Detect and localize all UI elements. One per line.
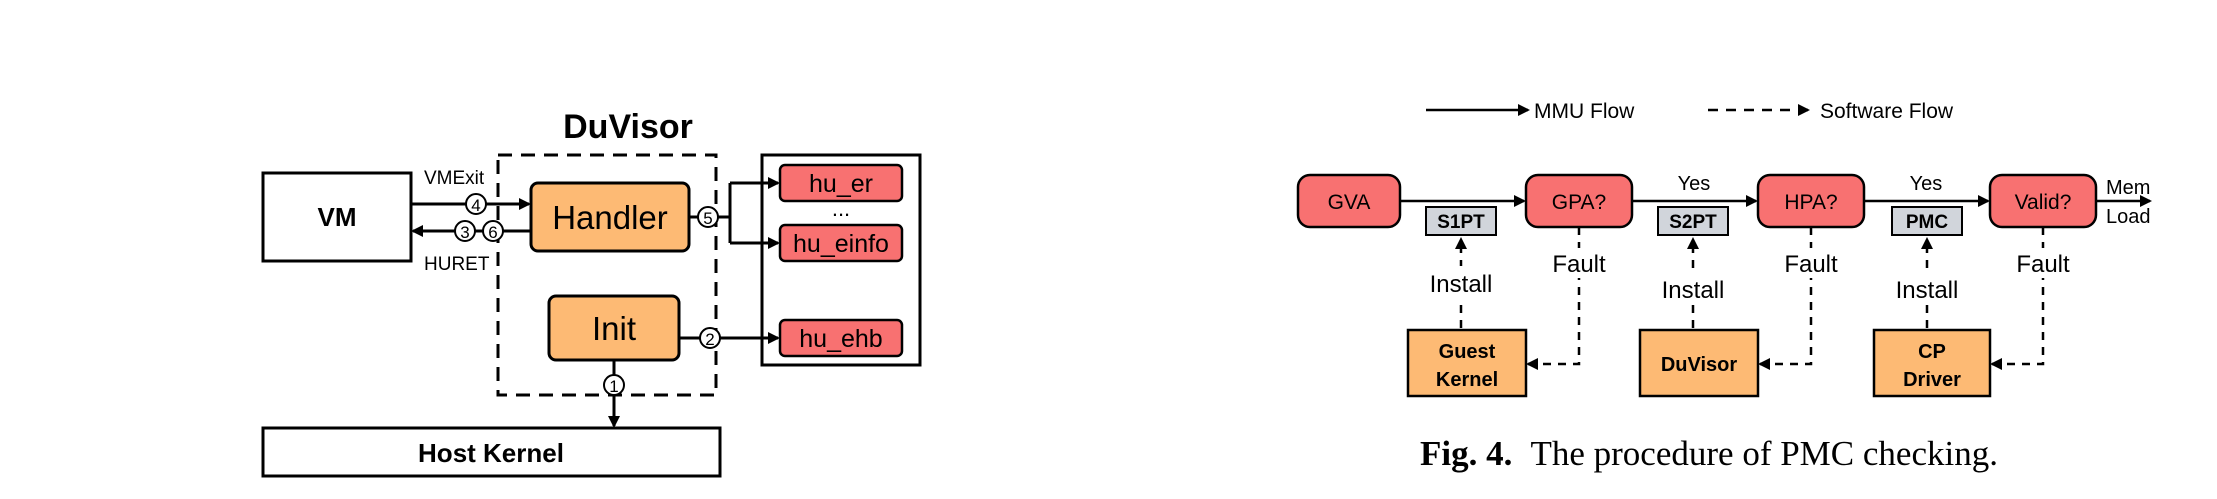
step-6-marker: 6 [482,220,504,242]
mem-label: Mem [2106,177,2150,199]
fault-label-3: Fault [2016,251,2070,278]
install-label-2: Install [1662,277,1725,304]
step-2-label: 2 [705,330,714,349]
valid-node: Valid? [1988,173,2098,229]
hu-ehb-label: hu_ehb [799,325,882,353]
vm-label: VM [318,202,357,232]
cp-driver-box: CP Driver [1872,328,1992,398]
caption-text: The procedure of PMC checking. [1530,434,1998,473]
fault-arrow-3 [1990,227,2045,370]
vmexit-label: VMExit [424,168,485,189]
fault-arrow-2 [1758,227,1813,370]
step-3-marker: 3 [454,220,476,242]
s1pt-box: S1PT [1425,206,1497,236]
hu-er-register: hu_er [778,163,904,203]
step-5-marker: 5 [697,206,719,228]
hu-er-label: hu_er [809,170,873,198]
fault-label-1: Fault [1552,251,1606,278]
pmc-label: PMC [1906,212,1949,233]
hu-ehb-register: hu_ehb [778,318,904,358]
init-label: Init [592,310,636,347]
step-1-label: 1 [609,377,618,396]
s2pt-box: S2PT [1657,206,1729,236]
duvisor-title: DuVisor [563,108,693,146]
guest-kernel-box: Guest Kernel [1406,328,1528,398]
left-architecture-diagram: DuVisor VM Handler Init Host Kernel hu_e… [261,108,922,478]
hu-einfo-register: hu_einfo [778,223,904,263]
gva-label: GVA [1328,191,1371,214]
step-4-label: 4 [471,196,480,215]
step-1-marker: 1 [603,374,625,396]
handler-label: Handler [552,199,668,236]
guest-kernel-line1: Guest [1439,341,1496,363]
duvisor-handler-box: DuVisor [1638,328,1760,398]
s2pt-label: S2PT [1669,212,1717,233]
step-4-marker: 4 [465,193,487,215]
guest-kernel-line2: Kernel [1436,369,1498,391]
hpa-label: HPA? [1784,191,1837,214]
host-kernel-box: Host Kernel [261,426,722,478]
gpa-node: GPA? [1524,173,1634,229]
caption-prefix: Fig. 4. [1420,434,1512,473]
s1pt-label: S1PT [1437,212,1485,233]
figure-caption: Fig. 4. The procedure of PMC checking. [1420,434,1998,473]
valid-label: Valid? [2015,191,2072,214]
vm-box: VM [261,171,413,263]
hpa-node: HPA? [1756,173,1866,229]
load-label: Load [2106,206,2151,228]
step-3-label: 3 [460,223,469,242]
host-kernel-label: Host Kernel [418,438,564,468]
huret-label: HURET [424,254,490,275]
yes-label-2: Yes [1910,173,1943,195]
cp-driver-line1: CP [1918,341,1946,363]
step-2-marker: 2 [699,327,721,349]
pmc-check-flow-diagram: MMU Flow Software Flow GVA GPA? HPA? Val… [1296,100,2152,473]
cp-driver-line2: Driver [1903,369,1961,391]
register-ellipsis: ... [832,196,850,221]
install-label-1: Install [1430,271,1493,298]
step-6-label: 6 [488,223,497,242]
legend-software-label: Software Flow [1820,100,1954,123]
yes-label-1: Yes [1678,173,1711,195]
pmc-box: PMC [1891,206,1963,236]
hu-einfo-label: hu_einfo [793,230,889,258]
fault-label-2: Fault [1784,251,1838,278]
gva-node: GVA [1296,173,1402,229]
gpa-label: GPA? [1552,191,1606,214]
duvisor-handler-label: DuVisor [1661,354,1738,376]
handler-box: Handler [529,181,691,253]
legend-mmu-label: MMU Flow [1534,100,1635,123]
fault-arrow-1 [1526,227,1581,370]
step-5-label: 5 [703,209,712,228]
install-label-3: Install [1896,277,1959,304]
duvisor-boundary [496,153,718,397]
init-box: Init [547,294,681,362]
legend: MMU Flow Software Flow [1426,100,1954,123]
